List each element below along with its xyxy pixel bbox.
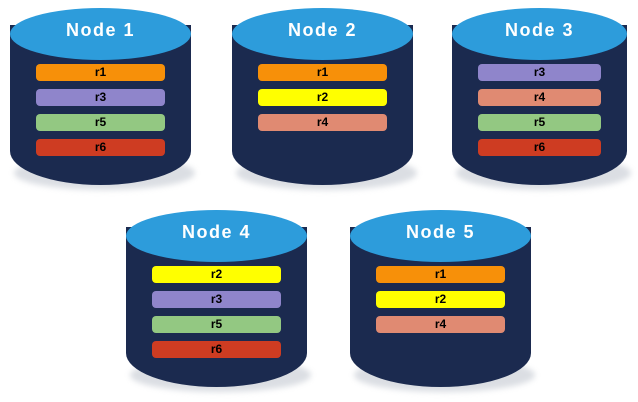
replica-bar-r5[interactable]: r5 [36, 114, 165, 131]
replica-bar-r2[interactable]: r2 [258, 89, 387, 106]
replica-bar-r3[interactable]: r3 [152, 291, 281, 308]
replica-bar-r6[interactable]: r6 [36, 139, 165, 156]
replica-bar-r4[interactable]: r4 [258, 114, 387, 131]
node-title: Node 5 [405, 222, 475, 242]
cylinder-top-ellipse [10, 8, 191, 60]
replica-bar-r2[interactable]: r2 [152, 266, 281, 283]
replica-bar-r3[interactable]: r3 [478, 64, 601, 81]
database-node-1[interactable]: Node 1 r1 r3 r5 r6 [10, 8, 195, 190]
replica-list: r1 r2 r4 [350, 266, 531, 333]
replica-bar-r5[interactable]: r5 [478, 114, 601, 131]
replica-bar-r6[interactable]: r6 [152, 341, 281, 358]
cylinder-top-ellipse [126, 210, 307, 262]
replica-bar-r1[interactable]: r1 [36, 64, 165, 81]
node-title: Node 1 [65, 20, 135, 40]
replica-list: r1 r3 r5 r6 [10, 64, 191, 156]
replica-bar-r3[interactable]: r3 [36, 89, 165, 106]
replica-list: r3 r4 r5 r6 [452, 64, 627, 156]
replica-bar-r1[interactable]: r1 [376, 266, 505, 283]
cylinder-top-ellipse [452, 8, 627, 60]
replica-bar-r6[interactable]: r6 [478, 139, 601, 156]
database-node-5[interactable]: Node 5 r1 r2 r4 [350, 210, 535, 392]
replica-list: r1 r2 r4 [232, 64, 413, 131]
node-title: Node 2 [287, 20, 357, 40]
node-title: Node 3 [504, 20, 574, 40]
replica-bar-r2[interactable]: r2 [376, 291, 505, 308]
database-node-3[interactable]: Node 3 r3 r4 r5 r6 [452, 8, 631, 190]
replica-bar-r5[interactable]: r5 [152, 316, 281, 333]
database-node-4[interactable]: Node 4 r2 r3 r5 r6 [126, 210, 311, 392]
cylinder-top-ellipse [350, 210, 531, 262]
replica-list: r2 r3 r5 r6 [126, 266, 307, 358]
replica-bar-r4[interactable]: r4 [478, 89, 601, 106]
cylinder-top-ellipse [232, 8, 413, 60]
node-title: Node 4 [181, 222, 251, 242]
replica-bar-r1[interactable]: r1 [258, 64, 387, 81]
database-node-2[interactable]: Node 2 r1 r2 r4 [232, 8, 417, 190]
replica-bar-r4[interactable]: r4 [376, 316, 505, 333]
